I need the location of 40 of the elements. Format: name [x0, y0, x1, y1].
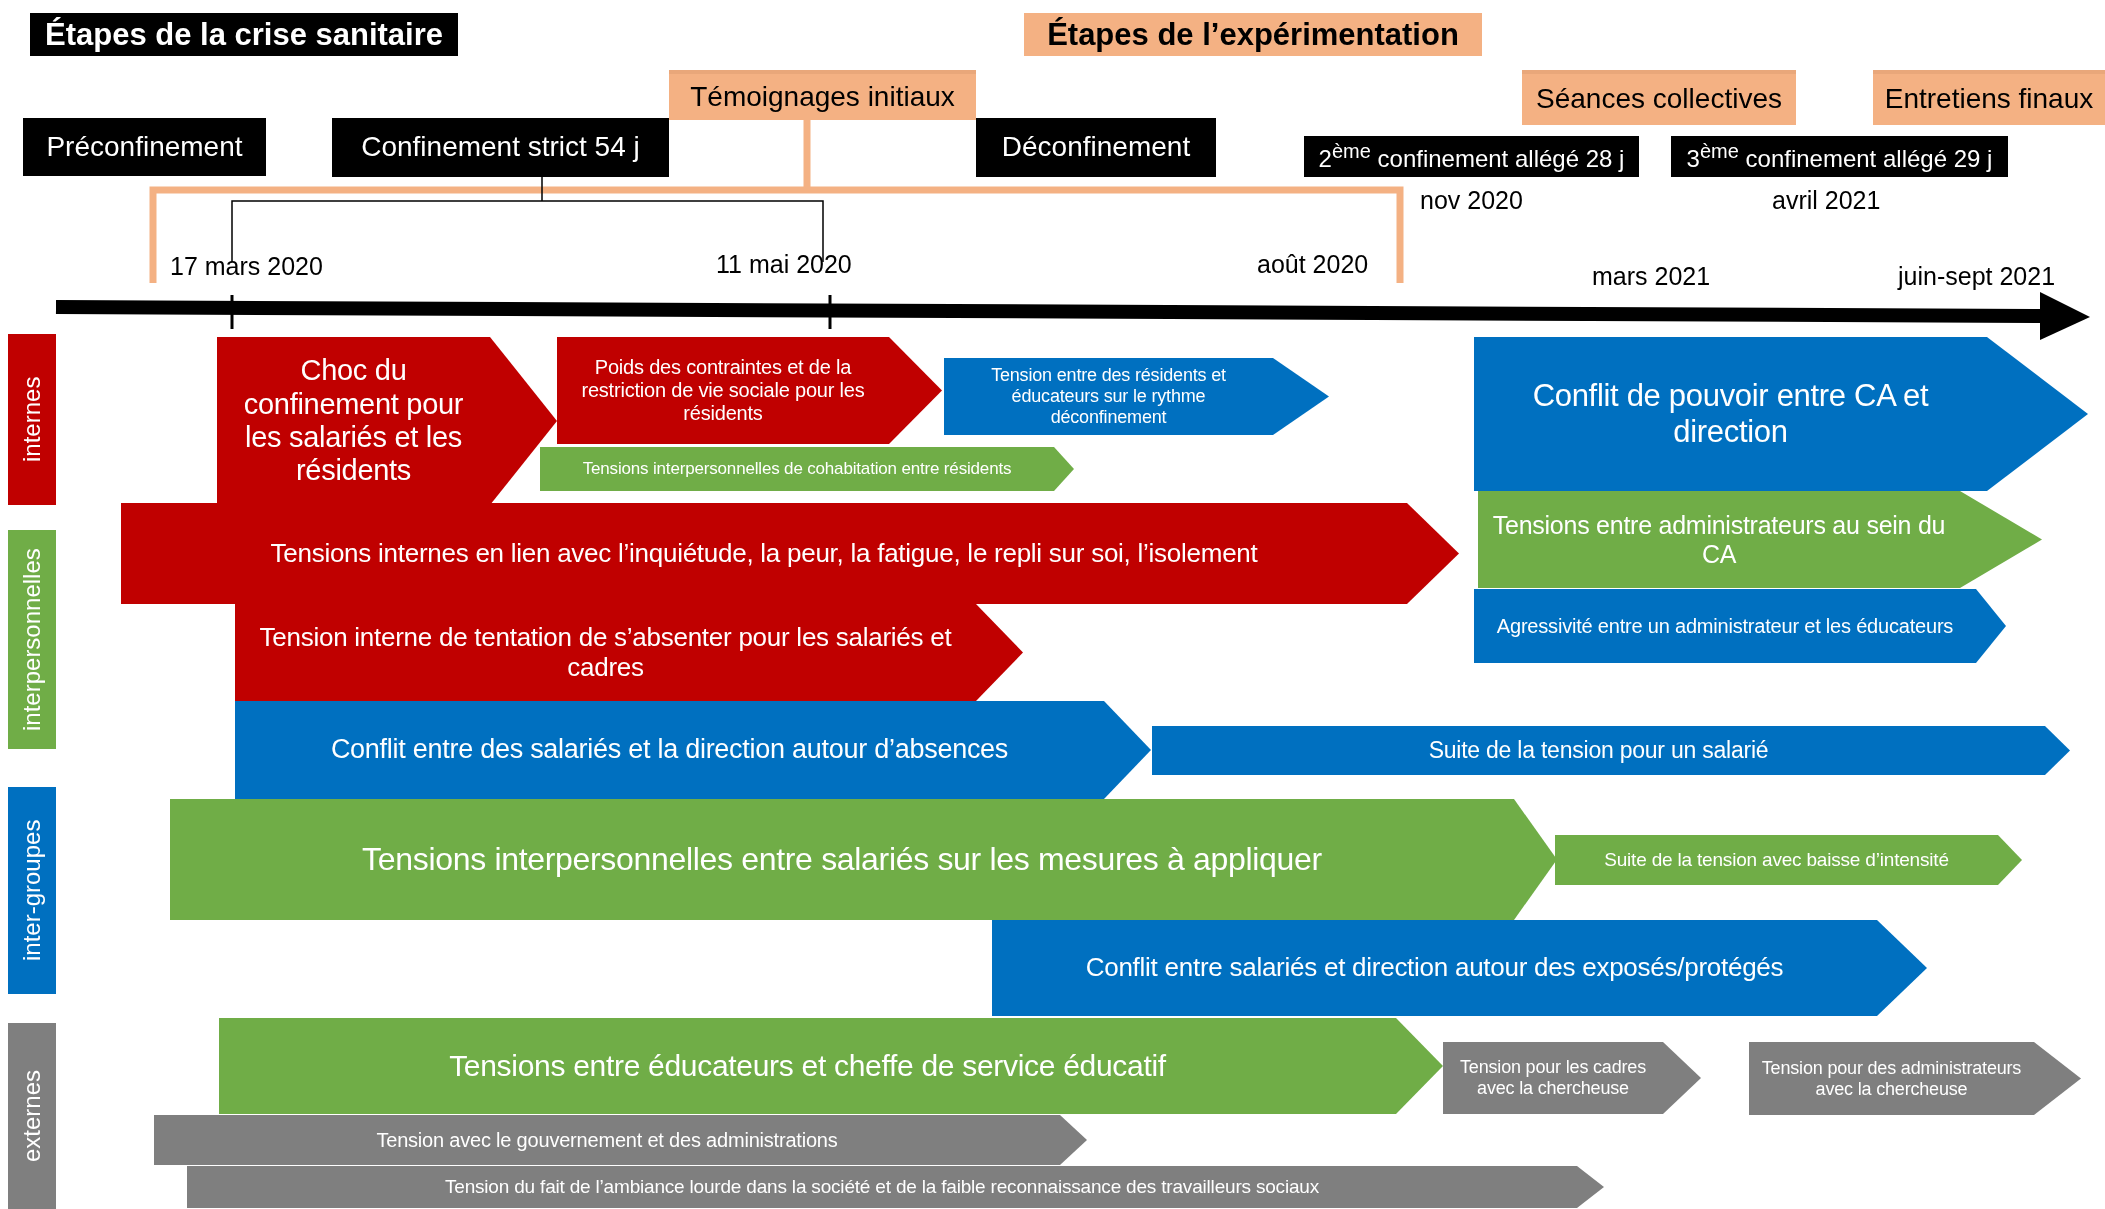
date-label: 17 mars 2020 — [170, 252, 323, 281]
date-label: nov 2020 — [1420, 186, 1523, 215]
period-box: 3$^{ème}$ confinement allégé 29 j — [1671, 136, 2008, 177]
date-label: 11 mai 2020 — [716, 250, 852, 279]
tension-bar: Conflit entre salariés et direction autour des exposés/protégés — [992, 920, 1927, 1016]
tension-bar: Tension avec le gouvernement et des administrations — [154, 1115, 1087, 1165]
category-band: interpersonnelles — [8, 530, 56, 749]
tension-bar: Tension pour des administrateurs avec la chercheuse — [1749, 1042, 2081, 1115]
period-box: Confinement strict 54 j — [332, 118, 669, 177]
category-band: inter-groupes — [8, 787, 56, 994]
tension-bar: Tensions interpersonnelles de cohabitation entre résidents — [540, 447, 1074, 491]
period-box: Déconfinement — [976, 118, 1216, 177]
phase-box: Entretiens finaux — [1873, 70, 2105, 125]
category-band: internes — [8, 334, 56, 505]
tension-bar: Suite de la tension pour un salarié — [1152, 726, 2070, 775]
phase-box: Témoignages initiaux — [669, 70, 976, 120]
tension-bar: Tension interne de tentation de s’absenter pour les salariés et cadres — [235, 604, 1023, 701]
tension-bar: Tension entre des résidents et éducateurs sur le rythme déconfinement — [944, 358, 1329, 435]
category-band: externes — [8, 1023, 56, 1209]
tension-bar: Suite de la tension avec baisse d’intensité — [1555, 835, 2022, 885]
tension-bar: Conflit entre des salariés et la direction autour d’absences — [235, 701, 1151, 799]
tension-bar: Choc du confinement pour les salariés et les résidents — [217, 337, 557, 505]
section-heading: Étapes de la crise sanitaire — [30, 13, 458, 56]
phase-box: Séances collectives — [1522, 70, 1796, 125]
tension-bar: Tension du fait de l’ambiance lourde dans la société et de la faible reconnaissance des travailleurs sociaux — [187, 1166, 1604, 1208]
date-label: avril 2021 — [1772, 186, 1881, 215]
period-box: 2$^{ème}$ confinement allégé 28 j — [1304, 136, 1639, 177]
date-label: mars 2021 — [1592, 262, 1711, 291]
tension-bar: Conflit de pouvoir entre CA et direction — [1474, 337, 2088, 491]
tension-bar: Agressivité entre un administrateur et les éducateurs — [1474, 589, 2006, 663]
section-heading: Étapes de l’expérimentation — [1024, 13, 1482, 56]
tension-bar: Tensions entre administrateurs au sein du CA — [1478, 491, 2042, 588]
tension-bar: Tensions entre éducateurs et cheffe de service éducatif — [219, 1018, 1443, 1114]
date-label: juin-sept 2021 — [1898, 262, 2056, 291]
period-box: Préconfinement — [23, 118, 266, 176]
tension-bar: Tensions internes en lien avec l’inquiétude, la peur, la fatigue, le repli sur soi, l’isolement — [121, 503, 1459, 604]
tension-bar: Poids des contraintes et de la restriction de vie sociale pour les résidents — [557, 337, 942, 444]
tension-bar: Tensions interpersonnelles entre salariés sur les mesures à appliquer — [170, 799, 1557, 920]
tension-bar: Tension pour les cadres avec la chercheuse — [1443, 1042, 1701, 1114]
date-label: août 2020 — [1257, 250, 1369, 279]
